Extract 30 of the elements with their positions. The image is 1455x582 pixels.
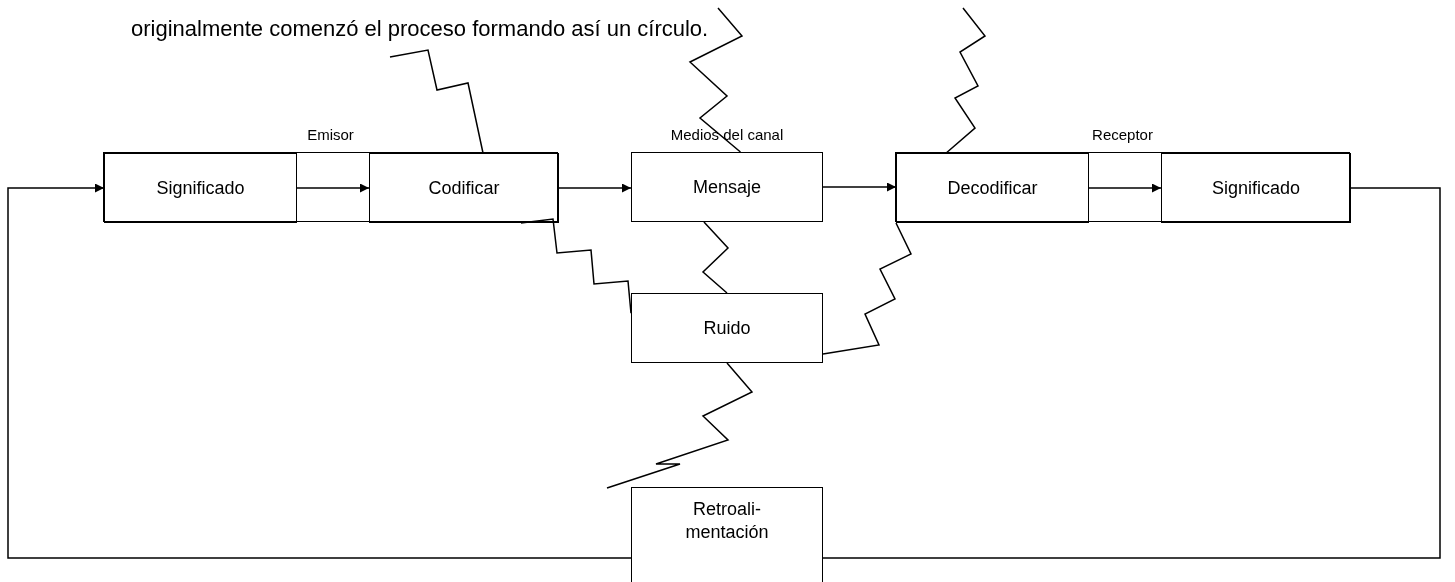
process-box (631, 293, 823, 363)
process-box (1161, 153, 1351, 223)
box-heading: Receptor (1092, 126, 1153, 143)
process-box (896, 153, 1089, 223)
zigzag-line (945, 7, 987, 154)
zigzag-line (389, 49, 484, 154)
arrow (558, 183, 632, 193)
connector-line (822, 187, 1441, 559)
box-label: Significado (1211, 177, 1301, 199)
box-label: Decodificar (947, 177, 1038, 199)
process-box (369, 153, 559, 223)
connector-line (701, 221, 730, 294)
arrow (7, 183, 632, 559)
box-heading: Medios del canal (670, 126, 784, 143)
box-label: Retroali- mentación (684, 498, 770, 543)
box-label: Ruido (703, 317, 751, 339)
box-label: Codificar (428, 177, 500, 199)
note-text: originalmente comenzó el proceso formando así un círculo. (131, 16, 709, 42)
box-label: Significado (156, 177, 245, 199)
process-box (104, 153, 297, 223)
zigzag-line (822, 222, 912, 355)
arrow (822, 182, 897, 192)
box-label: Mensaje (692, 176, 761, 198)
zigzag-line (520, 218, 632, 315)
process-box (631, 487, 823, 582)
zigzag-line (606, 362, 754, 489)
box-heading: Emisor (307, 126, 354, 143)
arrow (1088, 183, 1162, 193)
zigzag-line (688, 7, 744, 153)
arrow (296, 183, 370, 193)
